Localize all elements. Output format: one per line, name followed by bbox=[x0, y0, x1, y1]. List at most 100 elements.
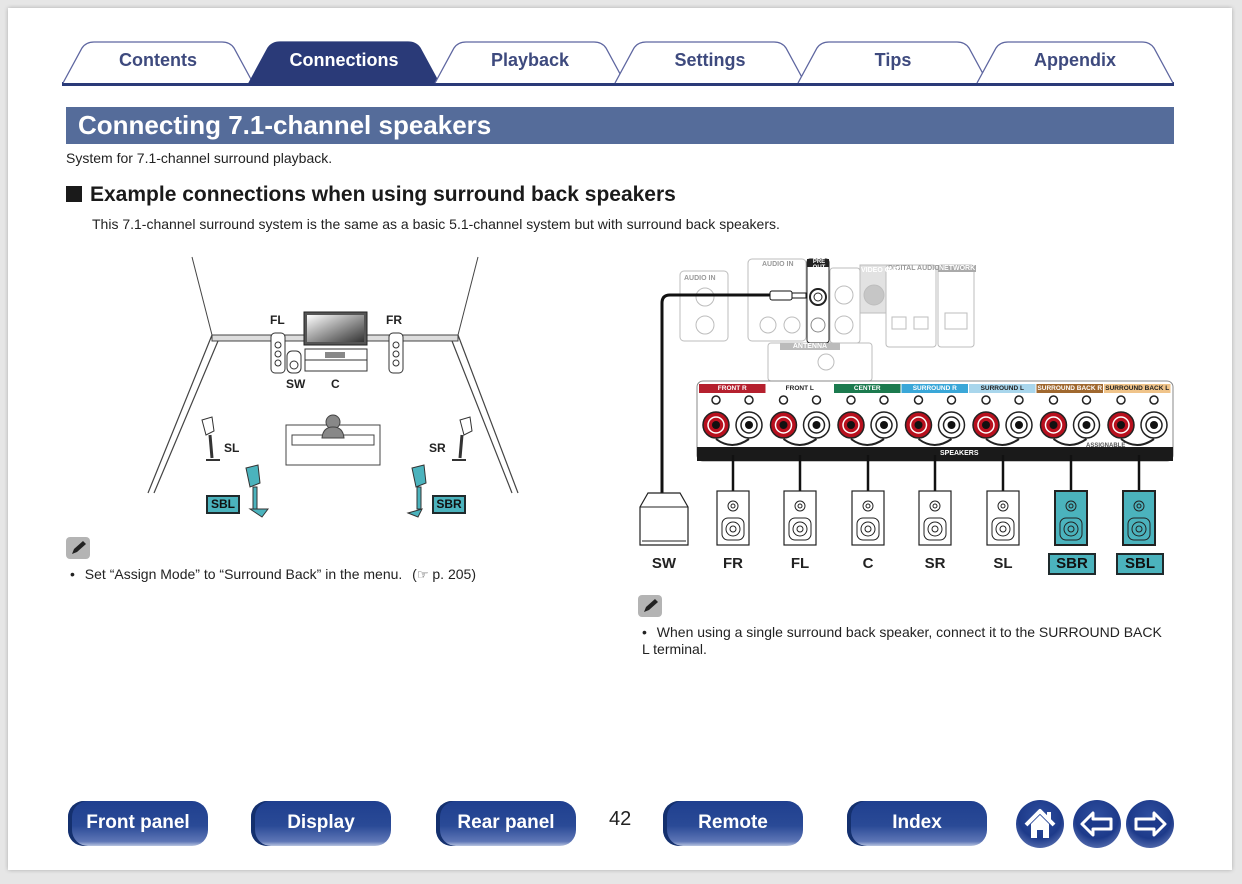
terminal-label: FRONT L bbox=[785, 385, 814, 392]
speaker-terminal-front-r bbox=[699, 384, 766, 446]
speaker-label-sbr: SBR bbox=[1048, 553, 1096, 575]
home-icon bbox=[1024, 809, 1056, 838]
section-heading: Example connections when using surround … bbox=[66, 183, 676, 207]
speaker-terminal-front-l bbox=[766, 384, 833, 446]
tab-bar: Contents Connections Playback Settings T… bbox=[62, 40, 1174, 88]
forward-arrow-icon bbox=[1134, 811, 1167, 837]
page-reference-link[interactable]: p. 205 bbox=[432, 566, 472, 582]
room-label-fr: FR bbox=[386, 313, 402, 327]
speaker-fr-icon bbox=[716, 490, 750, 546]
speaker-c-icon bbox=[851, 490, 885, 546]
note-pencil-icon bbox=[638, 595, 662, 617]
tab-contents[interactable]: Contents bbox=[62, 40, 254, 84]
receiver-rear-panel bbox=[639, 258, 1174, 546]
room-label-sbr: SBR bbox=[432, 495, 466, 514]
tab-label: Settings bbox=[674, 50, 746, 70]
room-label-sr: SR bbox=[429, 441, 446, 455]
tab-underline bbox=[62, 82, 1174, 86]
back-arrow-icon bbox=[1080, 811, 1113, 837]
speaker-sbl-icon bbox=[1122, 490, 1156, 546]
tab-label: Connections bbox=[289, 50, 399, 70]
note-left-text: Set “Assign Mode” to “Surround Back” in … bbox=[84, 566, 403, 582]
home-button[interactable] bbox=[1016, 800, 1064, 848]
intro-text: System for 7.1-channel surround playback… bbox=[66, 150, 333, 166]
terminal-label: SURROUND R bbox=[912, 385, 957, 392]
note-left: Set “Assign Mode” to “Surround Back” in … bbox=[70, 566, 476, 583]
digital-audio-label: DIGITAL AUDIO bbox=[888, 265, 940, 272]
speaker-label-fr: FR bbox=[723, 555, 743, 572]
speaker-fl-icon bbox=[783, 490, 817, 546]
assignable-label: ASSIGNABLE bbox=[1086, 443, 1126, 449]
speaker-label-sw: SW bbox=[651, 555, 677, 572]
audio-in-label: AUDIO IN bbox=[684, 275, 716, 282]
speaker-terminal-surround-l bbox=[969, 384, 1036, 446]
tab-label: Tips bbox=[874, 50, 912, 70]
terminal-label: CENTER bbox=[853, 385, 881, 392]
section-heading-text: Example connections when using surround … bbox=[90, 183, 676, 206]
speaker-sl-icon bbox=[986, 490, 1020, 546]
subwoofer-icon bbox=[286, 350, 302, 374]
speaker-fr-icon bbox=[388, 332, 404, 374]
video-out-label: VIDEO OUT bbox=[861, 267, 900, 274]
remote-button[interactable]: Remote bbox=[663, 801, 803, 846]
speaker-label-sbl: SBL bbox=[1116, 553, 1164, 575]
tab-playback[interactable]: Playback bbox=[434, 40, 626, 84]
antenna-label: ANTENNA bbox=[780, 343, 840, 350]
preout-label: PRE OUT bbox=[812, 259, 826, 271]
page-title-bar: Connecting 7.1-channel speakers bbox=[66, 107, 1174, 144]
speaker-fl-icon bbox=[270, 332, 286, 374]
speaker-terminal-surround-r bbox=[901, 384, 968, 446]
index-button[interactable]: Index bbox=[847, 801, 987, 846]
network-label: NETWORK bbox=[938, 265, 977, 272]
note-right-text: When using a single surround back speake… bbox=[642, 624, 1162, 657]
speaker-label-sl: SL bbox=[993, 555, 1013, 572]
room-label-sbl: SBL bbox=[206, 495, 240, 514]
tab-tips[interactable]: Tips bbox=[797, 40, 989, 84]
speaker-label-fl: FL bbox=[790, 555, 810, 572]
tab-label: Appendix bbox=[1033, 50, 1116, 70]
speaker-terminal-center bbox=[834, 384, 901, 446]
room-layout-diagram: FL FR SW C SL SR SBL SBR bbox=[140, 255, 520, 525]
receiver-connection-diagram: FRONT R FRONT L CENTER SURROUND R SURROUND L… bbox=[630, 255, 1180, 585]
terminal-label: SURROUND L bbox=[980, 385, 1024, 392]
pointing-hand-icon: ☞ bbox=[416, 567, 429, 582]
square-bullet-icon bbox=[66, 186, 82, 202]
room-illustration bbox=[147, 256, 519, 518]
speaker-sbr-icon bbox=[406, 464, 427, 518]
speakers-panel-label: SPEAKERS bbox=[940, 450, 979, 457]
terminal-label: SURROUND BACK L bbox=[1105, 385, 1170, 392]
page-number: 42 bbox=[609, 808, 632, 830]
page-title: Connecting 7.1-channel speakers bbox=[78, 110, 492, 140]
front-panel-button[interactable]: Front panel bbox=[68, 801, 208, 846]
speaker-sl-icon bbox=[201, 416, 220, 461]
tab-label: Contents bbox=[119, 50, 197, 70]
back-button[interactable] bbox=[1073, 800, 1121, 848]
subwoofer-box-icon bbox=[639, 492, 689, 546]
note-pencil-icon bbox=[66, 537, 90, 559]
section-text: This 7.1-channel surround system is the … bbox=[92, 216, 780, 232]
tab-label: Playback bbox=[490, 50, 570, 70]
speaker-terminal-surround-back-r bbox=[1036, 384, 1103, 446]
tab-connections[interactable]: Connections bbox=[248, 40, 440, 84]
tab-settings[interactable]: Settings bbox=[614, 40, 806, 84]
speaker-sr-icon bbox=[452, 416, 473, 461]
speaker-sbr-icon bbox=[1054, 490, 1088, 546]
speaker-sr-icon bbox=[918, 490, 952, 546]
room-label-fl: FL bbox=[270, 313, 285, 327]
speaker-sbl-icon bbox=[245, 464, 269, 518]
note-right: When using a single surround back speake… bbox=[642, 624, 1172, 658]
tab-appendix[interactable]: Appendix bbox=[976, 40, 1174, 84]
forward-button[interactable] bbox=[1126, 800, 1174, 848]
tv-icon bbox=[303, 311, 368, 372]
room-label-c: C bbox=[331, 377, 340, 391]
rear-panel-button[interactable]: Rear panel bbox=[436, 801, 576, 846]
speaker-label-c: C bbox=[862, 555, 874, 572]
display-button[interactable]: Display bbox=[251, 801, 391, 846]
terminal-label: FRONT R bbox=[717, 385, 747, 392]
audio-in-assignable-label: AUDIO IN bbox=[762, 261, 794, 268]
room-label-sl: SL bbox=[224, 441, 240, 455]
speaker-terminal-surround-back-l bbox=[1104, 384, 1171, 446]
terminal-label: SURROUND BACK R bbox=[1037, 385, 1103, 392]
speaker-label-sr: SR bbox=[924, 555, 946, 572]
sofa-icon bbox=[285, 414, 381, 466]
